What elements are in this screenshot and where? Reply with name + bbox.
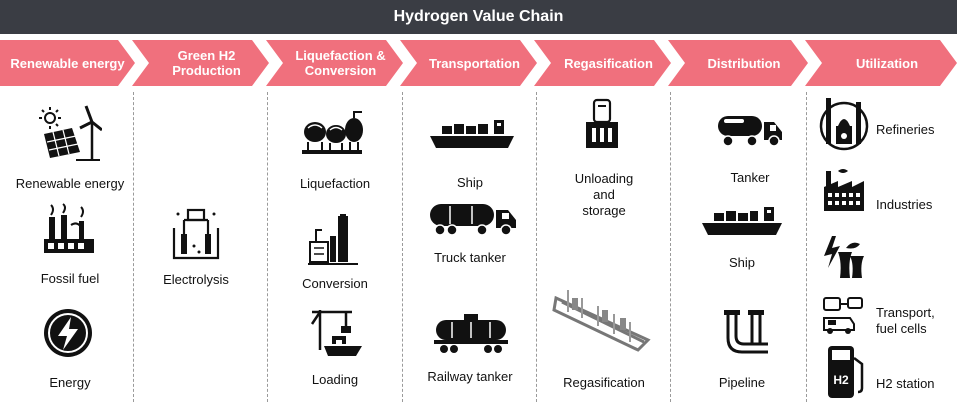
pipeline-label: Pipeline	[718, 375, 766, 390]
distribution-ship-icon	[702, 207, 782, 235]
storage-facility-icon	[586, 98, 618, 148]
ship-label: Ship	[456, 175, 484, 190]
distribution-ship-label: Ship	[728, 255, 756, 270]
column-divider	[133, 92, 134, 402]
stage-renewable-energy: Renewable energy	[0, 40, 135, 86]
stage-distribution: Distribution	[668, 40, 808, 86]
diagram-title: Hydrogen Value Chain	[0, 0, 957, 34]
stage-transportation: Transportation	[400, 40, 537, 86]
stage-utilization: Utilization	[805, 40, 957, 86]
conversion-plant-icon	[308, 214, 358, 265]
industry-factory-icon	[824, 169, 864, 211]
h2-station-icon: H2	[828, 346, 864, 398]
regasification-label: Regasification	[563, 375, 645, 390]
electrolysis-icon	[172, 208, 220, 260]
industries-label: Industries	[876, 197, 933, 212]
h2-station-label: H2 station	[876, 376, 935, 391]
transport-fuel-cells-label: Transport, fuel cells	[876, 305, 935, 336]
refinery-icon	[819, 98, 869, 151]
column-divider	[806, 92, 807, 402]
railway-tanker-label: Railway tanker	[427, 369, 513, 384]
transport-fuel-cell-icon	[823, 297, 863, 334]
stage-regasification: Regasification	[534, 40, 671, 86]
conversion-label: Conversion	[302, 276, 368, 291]
column-divider	[267, 92, 268, 402]
regasification-unit-icon	[552, 290, 651, 352]
stage-liquefaction-conversion: Liquefaction &Conversion	[266, 40, 403, 86]
truck-tanker-label: Truck tanker	[434, 250, 506, 265]
liquefaction-label: Liquefaction	[299, 176, 371, 191]
fossil-fuel-label: Fossil fuel	[40, 271, 100, 286]
energy-bolt-icon	[44, 309, 92, 357]
tanker-label: Tanker	[730, 170, 770, 185]
ship-icon	[430, 120, 514, 148]
refineries-label: Refineries	[876, 122, 935, 137]
solar-wind-icon	[39, 105, 102, 161]
truck-tanker-icon	[430, 204, 516, 236]
electrolysis-label: Electrolysis	[163, 272, 229, 287]
pipeline-icon	[724, 310, 768, 354]
column-divider	[670, 92, 671, 402]
h2-sign-text: H2	[833, 373, 849, 387]
liquefaction-plant-icon	[302, 111, 363, 154]
power-plant-icon	[824, 236, 864, 278]
loading-label: Loading	[311, 372, 359, 387]
tanker-truck-icon	[718, 116, 782, 147]
railway-tanker-icon	[434, 314, 508, 353]
renewable-energy-label: Renewable energy	[15, 176, 125, 191]
loading-crane-icon	[310, 310, 362, 356]
energy-label: Energy	[49, 375, 91, 390]
column-divider	[402, 92, 403, 402]
fossil-plant-icon	[44, 203, 94, 253]
unloading-storage-label: Unloading and storage	[574, 171, 634, 218]
column-divider	[536, 92, 537, 402]
